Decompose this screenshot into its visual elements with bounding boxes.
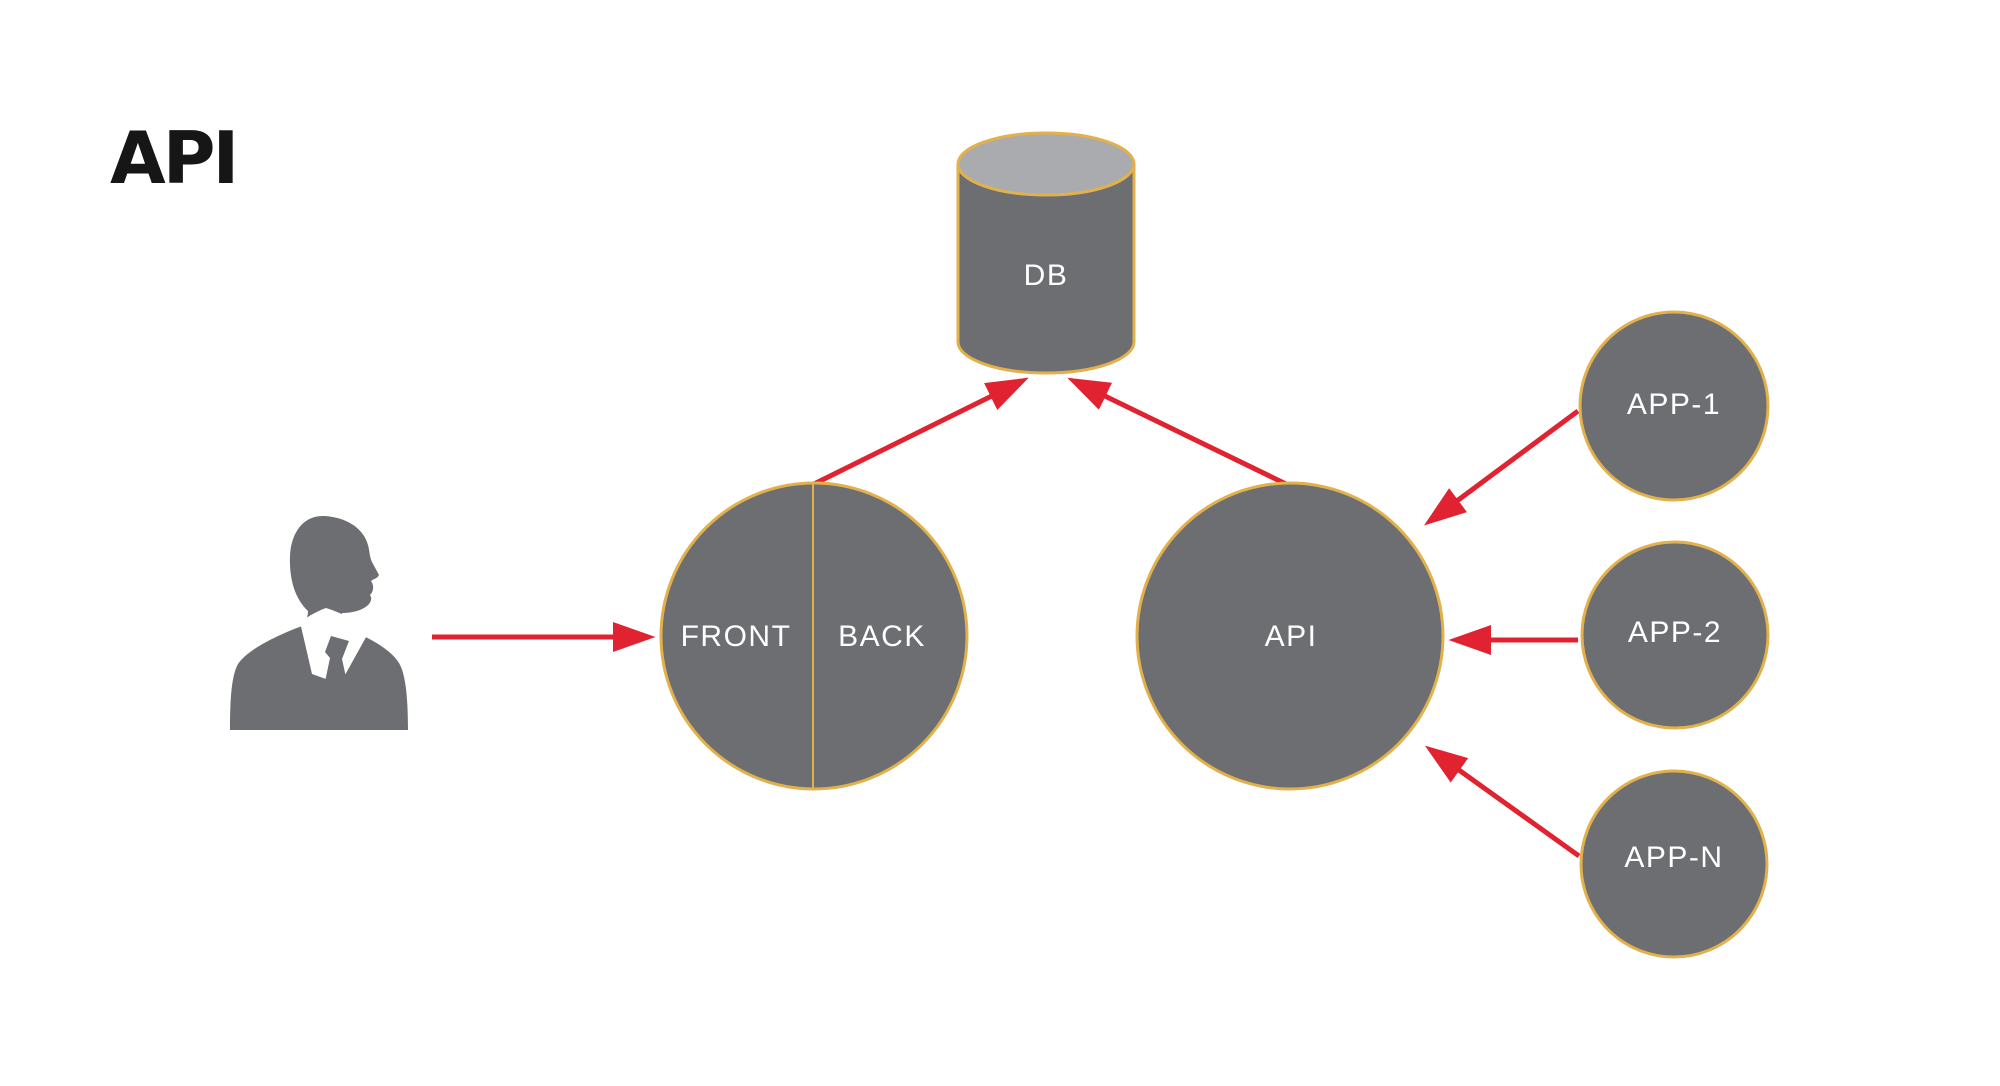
user-silhouette-icon: [230, 515, 408, 730]
app2-node: [1580, 540, 1770, 730]
appn-label: APP-N: [1624, 841, 1724, 874]
arrow-app1-to-api: [1423, 408, 1580, 526]
back-label: BACK: [838, 620, 926, 653]
app1-node: [1578, 310, 1770, 502]
api-label: API: [1264, 620, 1318, 653]
appn-node: [1579, 769, 1769, 959]
arrow-frontback-to-db: [812, 377, 1029, 487]
arrow-appn-to-api: [1424, 745, 1581, 859]
frontback-node: [659, 481, 969, 791]
database-cylinder-top: [956, 131, 1136, 197]
app1-label: APP-1: [1626, 388, 1722, 421]
app2-label: APP-2: [1627, 616, 1723, 649]
db-node: [956, 131, 1136, 375]
db-label: DB: [1023, 259, 1069, 292]
page-title: API: [110, 116, 239, 200]
api-node: [1135, 481, 1445, 791]
edges: [432, 377, 1581, 859]
user-tie: [322, 636, 351, 718]
arrow-api-to-db: [1067, 377, 1288, 487]
front-label: FRONT: [680, 620, 792, 653]
database-cylinder-icon: [956, 164, 1136, 375]
